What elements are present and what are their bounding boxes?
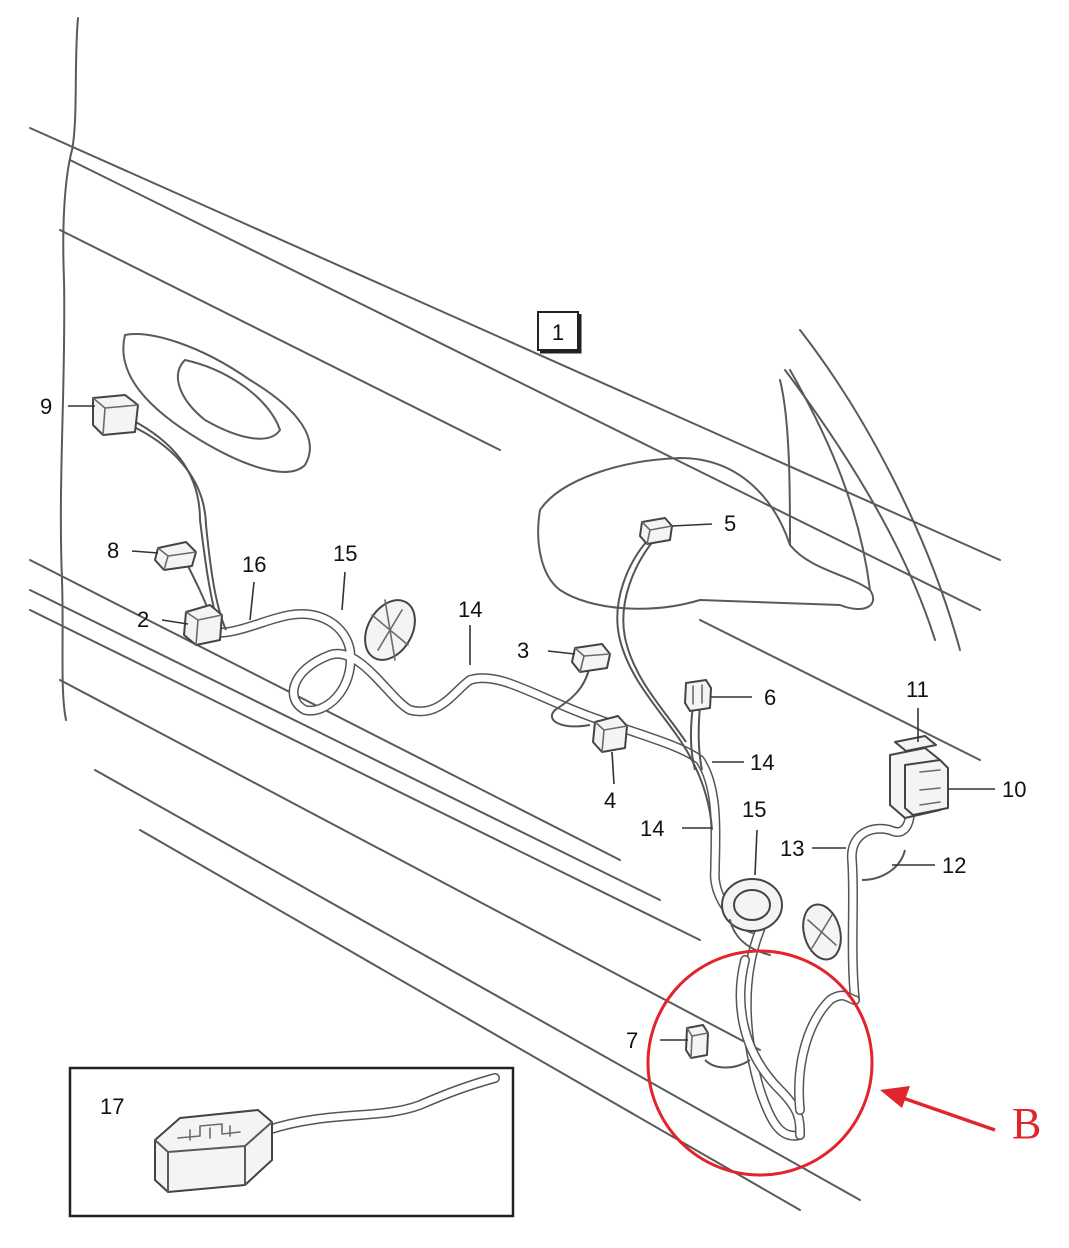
connector-4 — [592, 715, 628, 753]
mirror-housing — [537, 369, 875, 610]
label-9: 9 — [40, 394, 52, 419]
connector-11 — [894, 735, 937, 752]
inset-panel: 17 — [68, 1066, 515, 1218]
connector-7 — [685, 1024, 709, 1059]
connector-17 — [154, 1073, 500, 1193]
callout-b: B — [646, 949, 1041, 1177]
connector-5 — [639, 517, 673, 545]
reference-box-label: 1 — [552, 320, 564, 345]
label-15-lower: 15 — [742, 797, 766, 822]
label-6: 6 — [764, 685, 776, 710]
connector-10 — [889, 747, 949, 819]
door-handle — [122, 333, 311, 473]
label-16: 16 — [242, 552, 266, 577]
grommet-upper — [364, 599, 416, 661]
label-7: 7 — [626, 1028, 638, 1053]
grommet-lower-a — [721, 878, 783, 956]
label-2: 2 — [137, 607, 149, 632]
grommet-lower-b — [802, 903, 842, 961]
label-14-right: 14 — [750, 750, 774, 775]
label-14-upper: 14 — [458, 597, 482, 622]
label-8: 8 — [107, 538, 119, 563]
label-12: 12 — [942, 853, 966, 878]
label-11: 11 — [906, 677, 929, 702]
connector-6 — [684, 679, 712, 712]
label-4: 4 — [604, 788, 616, 813]
label-5: 5 — [724, 511, 736, 536]
label-17: 17 — [100, 1094, 124, 1119]
reference-box: 1 — [537, 311, 582, 354]
label-3: 3 — [517, 638, 529, 663]
connector-3 — [571, 643, 611, 673]
callout-circle — [646, 949, 874, 1177]
part-labels: 9 8 2 16 15 14 3 4 5 6 14 14 15 13 12 10… — [40, 394, 1026, 1053]
wiring-harness — [131, 419, 915, 1141]
callout-label: B — [1012, 1099, 1041, 1148]
connector-9 — [92, 394, 139, 436]
label-10: 10 — [1002, 777, 1026, 802]
door-panel-outline — [29, 17, 1001, 1211]
leader-lines — [68, 405, 995, 1041]
connector-2 — [183, 604, 223, 646]
label-13: 13 — [780, 836, 804, 861]
label-14-lower: 14 — [640, 816, 664, 841]
connector-8 — [154, 541, 197, 571]
label-15-upper: 15 — [333, 541, 357, 566]
